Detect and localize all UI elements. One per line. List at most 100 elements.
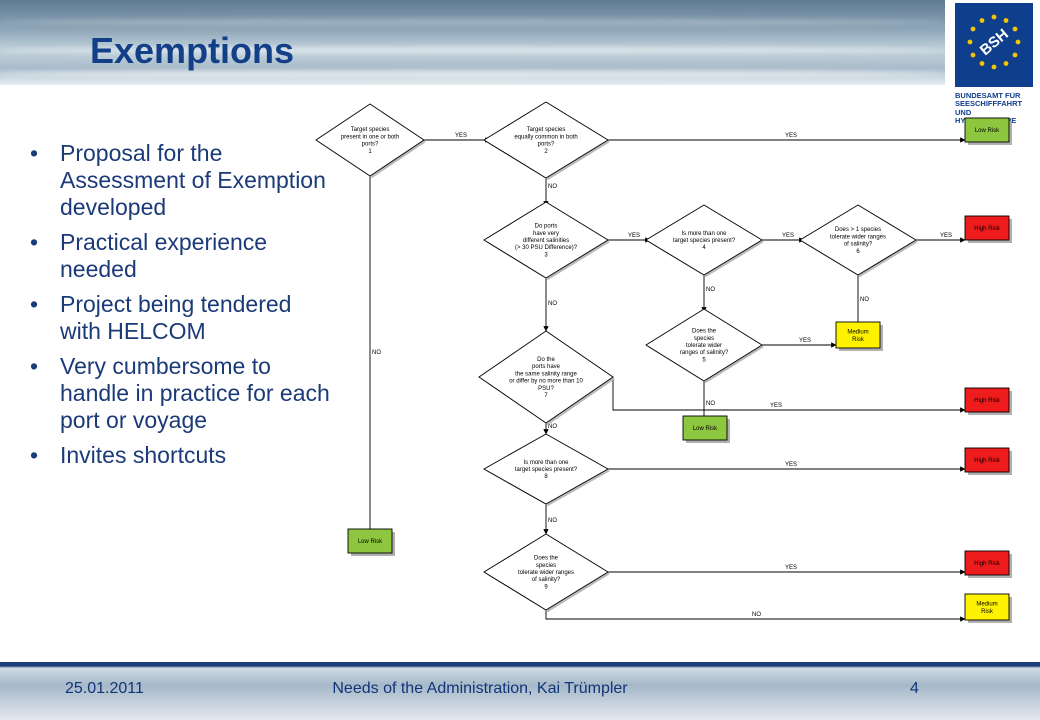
connector-label: YES (455, 133, 467, 139)
decision-text: ports? (362, 142, 379, 148)
connector-label: NO (548, 518, 557, 524)
decision-text: ports? (538, 142, 555, 148)
bullet-item: • Very cumbersome to handle in practice f… (30, 353, 335, 434)
decision-text: ranges of salinity? (680, 350, 729, 356)
decision-text: 4 (702, 245, 706, 251)
connector-label: NO (548, 424, 557, 430)
decision-text: ports have (532, 364, 561, 370)
connector-label: NO (372, 350, 381, 356)
outcome-text: Risk (852, 337, 865, 343)
decision-text: or differ by no more than 10 (509, 379, 583, 385)
flow-connector (545, 610, 966, 622)
connector-label: NO (706, 401, 715, 407)
connector-label: NO (860, 297, 869, 303)
bullet-text: Proposal for the Assessment of Exemption… (60, 140, 326, 220)
decision-text: PSU? (538, 386, 554, 392)
outcome-text: Medium (847, 329, 868, 335)
low-risk-box: Low Risk (682, 415, 730, 443)
decision-text: of salinity? (844, 242, 873, 248)
decision-text: Target species (527, 127, 566, 133)
connector-label: YES (628, 233, 640, 239)
bullet-dot-icon: • (30, 291, 39, 317)
bullet-dot-icon: • (30, 442, 39, 468)
decision-text: 3 (544, 252, 548, 258)
decision-text: tolerate wider ranges (518, 570, 574, 576)
connector-label: YES (782, 233, 794, 239)
connector-label: YES (940, 233, 952, 239)
bullet-text: Very cumbersome to handle in practice fo… (60, 353, 330, 433)
connector-label: YES (785, 462, 797, 468)
bullet-text: Practical experience needed (60, 229, 268, 282)
bsh-emblem-icon: BSH (967, 14, 1021, 70)
decision-text: target species present? (515, 467, 578, 473)
decision-text: of salinity? (532, 577, 561, 583)
footer-band (0, 662, 1040, 720)
decision-text: Do ports (535, 224, 558, 230)
connector-label: NO (548, 184, 557, 190)
outcome-text: Low Risk (358, 539, 383, 545)
connector-label: YES (785, 133, 797, 139)
bullet-item: • Proposal for the Assessment of Exemptio… (30, 140, 335, 221)
bullet-text: Project being tendered with HELCOM (60, 291, 292, 344)
flow-connector (612, 377, 966, 413)
decision-text: have very (533, 231, 559, 237)
connector-label: YES (770, 403, 782, 409)
high-risk-box: High Risk (964, 215, 1012, 243)
outcome-text: High Risk (974, 458, 1001, 464)
connector-label: YES (785, 565, 797, 571)
bsh-logo: BSH (955, 3, 1033, 87)
decision-text: species (694, 336, 714, 342)
bullet-text: Invites shortcuts (60, 442, 227, 468)
decision-text: species (536, 563, 556, 569)
outcome-text: Medium (976, 601, 997, 607)
bullet-list: • Proposal for the Assessment of Exemptio… (30, 140, 335, 477)
decision-text: Is more than one (681, 231, 727, 237)
decision-text: target species present? (673, 238, 736, 244)
connector-label: NO (548, 301, 557, 307)
decision-text: 2 (544, 149, 548, 155)
outcome-text: High Risk (974, 398, 1001, 404)
bullet-dot-icon: • (30, 140, 39, 166)
connector-label: NO (706, 287, 715, 293)
high-risk-box: High Risk (964, 550, 1012, 578)
outcome-text: Risk (981, 609, 994, 615)
high-risk-box: High Risk (964, 447, 1012, 475)
outcome-text: Low Risk (693, 426, 718, 432)
bullet-item: •Practical experience needed (30, 229, 335, 283)
page-number: 4 (910, 680, 919, 697)
low-risk-box: Low Risk (964, 117, 1012, 145)
decision-text: Does > 1 species (835, 227, 881, 233)
decision-text: 9 (544, 584, 548, 590)
decision-text: (> 30 PSU Difference)? (515, 245, 578, 251)
high-risk-box: High Risk (964, 387, 1012, 415)
decision-text: tolerate wider ranges (830, 234, 886, 240)
slide-title: Exemptions (90, 30, 295, 71)
decision-text: 8 (544, 474, 548, 480)
decision-text: 6 (856, 249, 860, 255)
bullet-dot-icon: • (30, 353, 39, 379)
decision-text: the same salinity range (515, 371, 577, 377)
decision-text: 5 (702, 357, 706, 363)
bullet-item: • Invites shortcuts (30, 442, 335, 469)
decision-text: 1 (368, 149, 372, 155)
decision-text: present in one or both (341, 134, 399, 140)
outcome-text: Low Risk (975, 128, 1000, 134)
bullet-item: • Project being tendered with HELCOM (30, 291, 335, 345)
outcome-text: High Risk (974, 226, 1001, 232)
decision-text: Is more than one (523, 460, 569, 466)
header-banner (0, 0, 945, 85)
decision-text: equally common in both (514, 134, 577, 140)
low-risk-box: Low Risk (347, 528, 395, 556)
footer-date: 25.01.2011 (65, 680, 144, 697)
